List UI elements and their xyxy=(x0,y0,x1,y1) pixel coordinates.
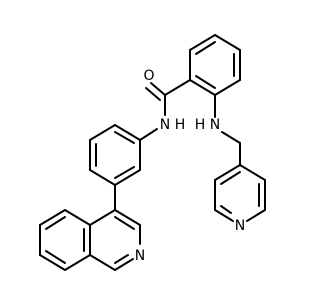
carbonyl-oxygen-label: O xyxy=(143,68,154,84)
aryl-link xyxy=(139,128,158,141)
molecule-drawing: O N H H N N N xyxy=(39,34,266,271)
amine-linker xyxy=(214,94,241,166)
benzamide-ring xyxy=(189,34,241,96)
pyridine-ring xyxy=(214,164,266,222)
pyridine-nitrogen-label: N xyxy=(235,218,245,234)
amine-nitrogen-label: N xyxy=(210,117,220,133)
amide-group xyxy=(145,79,191,116)
amide-nitrogen-label: N xyxy=(160,117,170,133)
isoquinoline-nitrogen-label: N xyxy=(135,248,145,264)
isoquinoline-pyridine-ring xyxy=(89,209,141,271)
phenyl-ring xyxy=(89,124,141,186)
amine-hydrogen-label: H xyxy=(195,117,206,133)
amide-hydrogen-label: H xyxy=(175,117,186,133)
isoquinoline-benzo-ring xyxy=(39,209,91,271)
structure-canvas: O N H H N N N xyxy=(39,34,266,271)
